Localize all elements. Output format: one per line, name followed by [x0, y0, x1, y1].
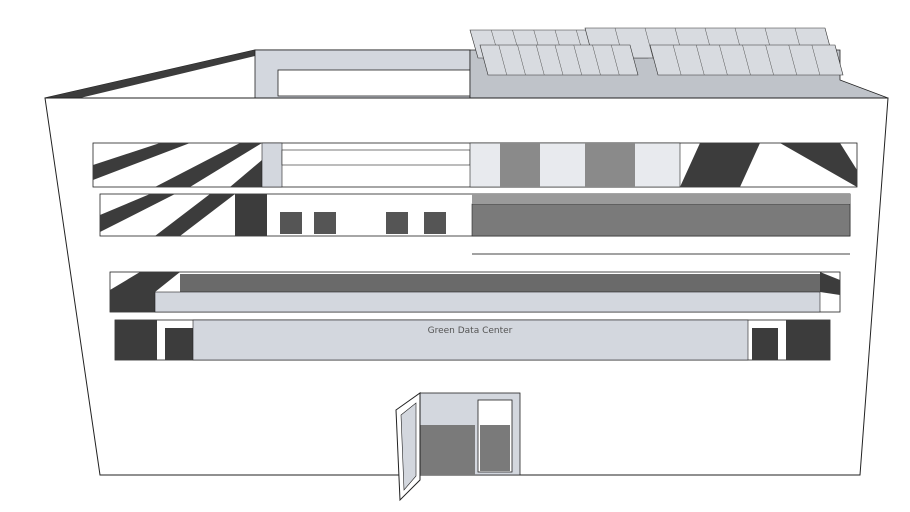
solar-panel-divider — [742, 44, 751, 76]
solar-panel-divider — [719, 44, 728, 76]
window-band-third — [109, 271, 841, 313]
solar-panel-divider — [592, 44, 601, 76]
sign-text: Green Data Center — [427, 326, 513, 336]
solar-panel-divider — [611, 44, 620, 76]
solar-panel-divider — [644, 27, 654, 59]
window-band-top — [92, 142, 858, 188]
solar-panel-divider — [696, 44, 705, 76]
solar-panel-divider — [672, 44, 682, 76]
window-band-ground — [114, 319, 831, 361]
solar-panel-divider — [573, 44, 582, 76]
solar-panel-divider — [765, 44, 774, 76]
solar-panel-divider — [498, 44, 507, 76]
solar-panel-divider — [536, 44, 545, 76]
solar-panel-divider — [811, 44, 821, 76]
solar-panel-divider — [517, 44, 526, 76]
solar-panel-divider — [554, 44, 564, 76]
solar-panel-divider — [788, 44, 797, 76]
window-band-second — [99, 193, 851, 237]
solar-panel-array — [469, 27, 844, 76]
entrance — [395, 392, 521, 502]
